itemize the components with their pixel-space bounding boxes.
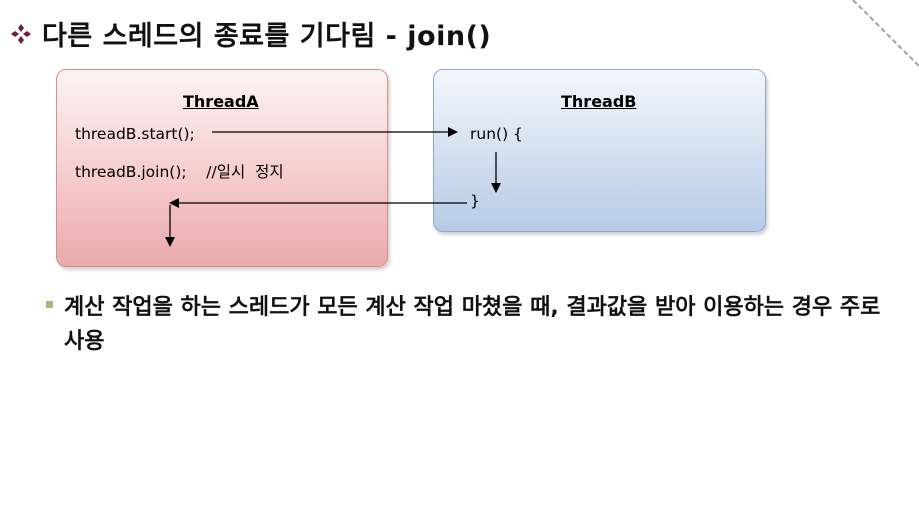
diamond-bullet-icon bbox=[11, 23, 31, 44]
bullet-item: 계산 작업을 하는 스레드가 모든 계산 작업 마쳤을 때, 결과값을 받아 이… bbox=[46, 291, 896, 359]
bullet-text: 계산 작업을 하는 스레드가 모든 계산 작업 마쳤을 때, 결과값을 받아 이… bbox=[64, 295, 881, 354]
thread-b-box: ThreadB run() { } bbox=[433, 69, 766, 232]
square-bullet-icon bbox=[46, 301, 53, 308]
thread-b-close-brace: } bbox=[470, 192, 480, 210]
thread-a-join-line: threadB.join(); //일시 정지 bbox=[75, 163, 284, 181]
slide-title-text: 다른 스레드의 종료를 기다림 - join() bbox=[42, 21, 492, 52]
thread-a-start-line: threadB.start(); bbox=[75, 125, 195, 143]
thread-b-title: ThreadB bbox=[561, 92, 637, 111]
thread-b-run-line: run() { bbox=[470, 125, 523, 143]
thread-a-title: ThreadA bbox=[183, 92, 259, 111]
slide-title: 다른 스레드의 종료를 기다림 - join() bbox=[10, 14, 491, 53]
thread-a-box: ThreadA threadB.start(); threadB.join();… bbox=[56, 69, 388, 267]
corner-decoration-line bbox=[852, 0, 919, 67]
